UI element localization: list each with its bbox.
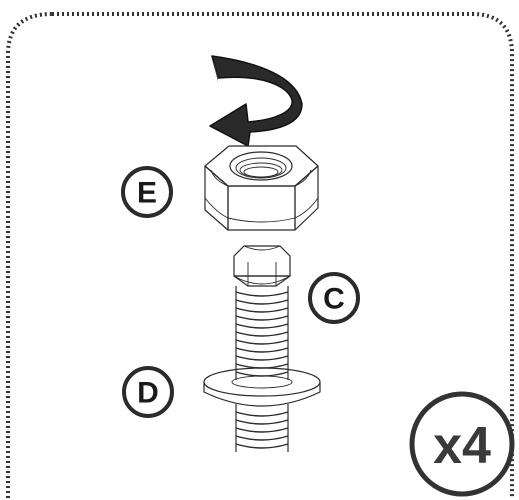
flat-washer (203, 367, 321, 407)
hex-nut (204, 145, 319, 231)
part-label-washer: D (122, 366, 174, 418)
quantity-label: x4 (433, 417, 491, 475)
bolt-lower-thread (235, 404, 289, 452)
part-label-nut: E (121, 166, 173, 218)
part-label-nut-text: E (137, 177, 157, 210)
part-label-bolt-text: C (323, 283, 345, 316)
part-label-washer-text: D (137, 377, 159, 410)
bolt (233, 245, 291, 380)
rotation-arrow-icon (209, 55, 303, 147)
step-panel-frame (6, 12, 514, 498)
part-label-bolt: C (308, 272, 360, 324)
quantity-badge: x4 (409, 391, 515, 497)
